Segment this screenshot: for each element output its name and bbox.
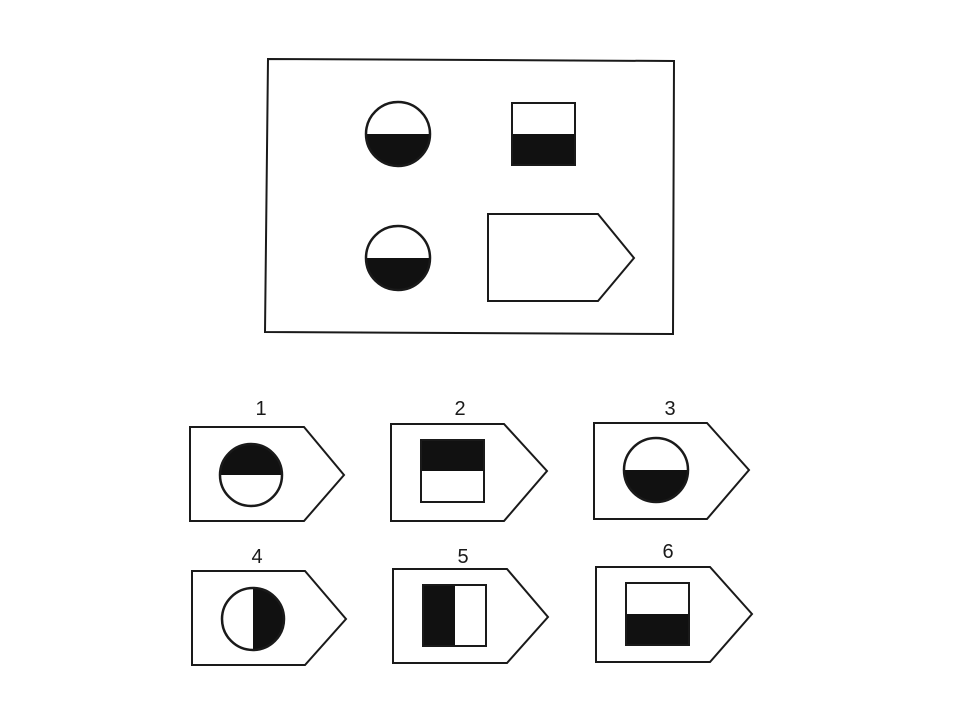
circle-outline (220, 586, 286, 652)
option-4[interactable]: 4 (191, 546, 348, 666)
option-label: 1 (255, 398, 266, 420)
option-label: 5 (457, 546, 468, 568)
question-cell-square (511, 102, 576, 166)
square-fill-left-half (423, 585, 455, 646)
circle-outline (622, 436, 690, 504)
option-6[interactable]: 6 (595, 541, 754, 663)
square-outline (511, 102, 576, 166)
answer-options: 1 2 3 4 5 (189, 398, 754, 666)
circle-outline (218, 442, 284, 508)
square-fill-bottom-half (512, 134, 575, 165)
question-matrix (263, 57, 676, 336)
square-outline (422, 584, 487, 647)
option-3[interactable]: 3 (593, 398, 751, 520)
option-label: 3 (664, 398, 675, 420)
question-frame (263, 57, 676, 336)
option-label: 4 (251, 546, 262, 568)
option-5[interactable]: 5 (392, 546, 550, 664)
option-arrow-outline (390, 423, 549, 522)
question-cell-circle-1 (364, 100, 432, 168)
square-fill-top-half (421, 440, 484, 471)
square-outline (420, 439, 485, 503)
option-1[interactable]: 1 (189, 398, 346, 522)
option-label: 6 (662, 541, 673, 563)
circle-outline (364, 224, 432, 292)
circle-outline (364, 100, 432, 168)
question-cell-empty-arrow (487, 213, 636, 302)
option-label: 2 (454, 398, 465, 420)
square-fill-bottom-half (626, 614, 689, 645)
question-cell-circle-2 (364, 224, 432, 292)
square-outline (625, 582, 690, 646)
option-2[interactable]: 2 (390, 398, 549, 522)
option-arrow-outline (392, 568, 550, 664)
